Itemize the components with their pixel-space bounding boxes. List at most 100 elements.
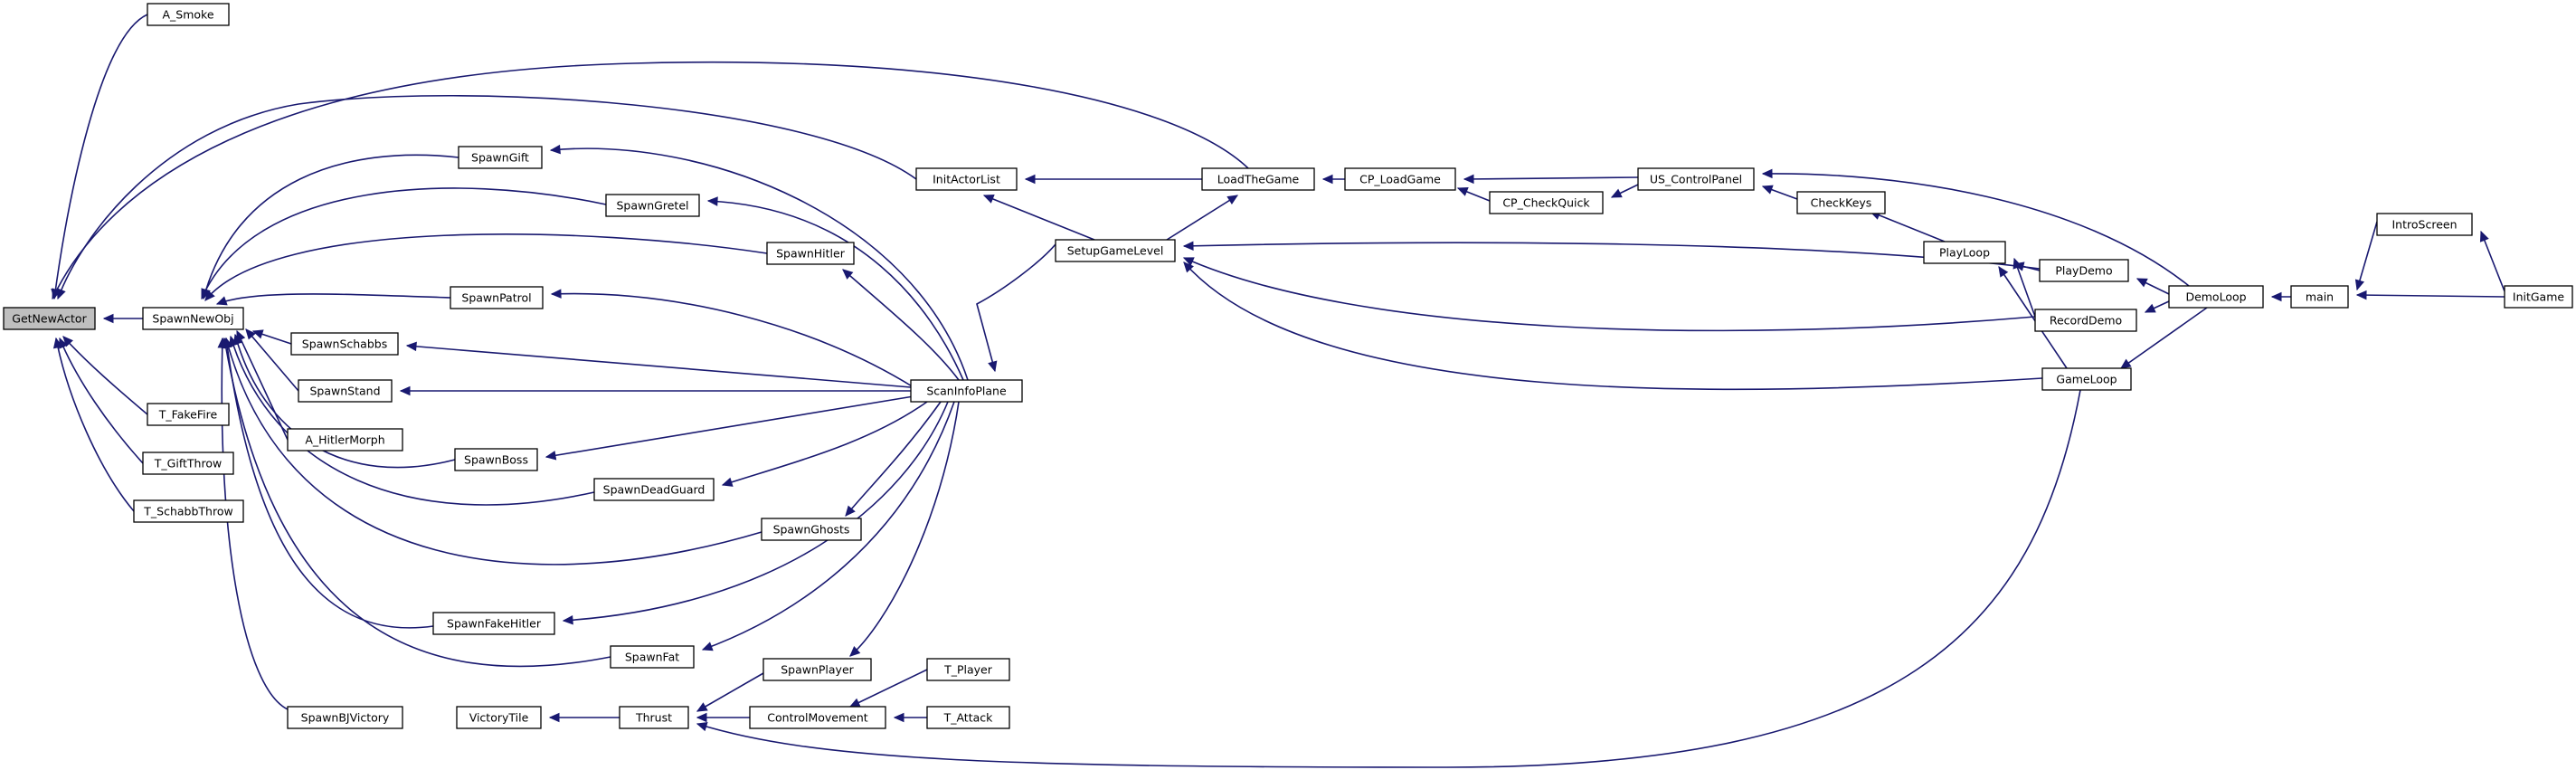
node-spawngretel[interactable]: SpawnGretel (605, 194, 700, 217)
edge-arrowhead (52, 288, 62, 300)
node-label: ControlMovement (767, 711, 867, 725)
edge-arrowhead (696, 722, 708, 732)
node-demoloop[interactable]: DemoLoop (2168, 285, 2264, 309)
edge-arrowhead (2270, 291, 2282, 302)
node-initactorlist[interactable]: InitActorList (915, 167, 1018, 191)
node-loadthegame[interactable]: LoadTheGame (1201, 167, 1315, 191)
edge-arrowhead (893, 712, 904, 723)
node-controlmovement[interactable]: ControlMovement (749, 706, 886, 729)
node-label: T_FakeFire (158, 408, 218, 422)
node-main[interactable]: main (2290, 285, 2349, 309)
node-box (1344, 167, 1456, 191)
edge-line (849, 401, 960, 657)
node-spawnschabbs[interactable]: SpawnSchabbs (290, 332, 399, 356)
node-label: IntroScreen (2392, 218, 2458, 232)
node-label: T_SchabbThrow (143, 505, 232, 518)
edge-line (245, 328, 299, 392)
edge-arrowhead (405, 341, 417, 352)
node-spawnfat[interactable]: SpawnFat (610, 645, 695, 669)
node-victorytile[interactable]: VictoryTile (456, 706, 542, 729)
edge-arrowhead (562, 615, 573, 625)
node-label: SpawnBJVictory (301, 711, 390, 725)
edge-SpawnPatrol-to-SpawnNewObj (215, 293, 451, 306)
node-gameloop[interactable]: GameLoop (2041, 367, 2132, 391)
node-label: US_ControlPanel (1650, 173, 1742, 186)
function-nodes: GetNewActor A_SmokeSpawnNewObjT_FakeFireT… (3, 3, 2573, 729)
node-spawnpatrol[interactable]: SpawnPatrol (450, 286, 544, 309)
node-label: VictoryTile (469, 711, 529, 725)
edge-arrowhead (102, 313, 114, 324)
node-spawnbjvictory[interactable]: SpawnBJVictory (287, 706, 403, 729)
node-spawnboss[interactable]: SpawnBoss (454, 448, 538, 471)
edge-ScanInfoPlane-to-SpawnHitler (842, 269, 960, 381)
node-setupgamelevel[interactable]: SetupGameLevel (1055, 239, 1176, 262)
node-thrust[interactable]: Thrust (619, 706, 689, 729)
node-playloop[interactable]: PlayLoop (1923, 241, 2006, 264)
node-spawnnewobj[interactable]: SpawnNewObj (142, 307, 244, 330)
node-box (749, 706, 886, 729)
node-spawnfakehitler[interactable]: SpawnFakeHitler (432, 612, 555, 635)
edge-arrowhead (2012, 257, 2022, 270)
node-getnewactor[interactable]: GetNewActor (3, 307, 96, 330)
node-playdemo[interactable]: PlayDemo (2039, 259, 2129, 282)
edge-arrowhead (1456, 187, 1469, 196)
node-label: GetNewActor (12, 312, 87, 326)
edge-T_SchabbThrow-to-GetNewActor (52, 337, 135, 512)
edge-A_Smoke-to-GetNewActor (51, 14, 148, 300)
node-introscreen[interactable]: IntroScreen (2376, 213, 2473, 236)
node-t-fakefire[interactable]: T_FakeFire (147, 403, 230, 426)
node-initgame[interactable]: InitGame (2504, 285, 2573, 309)
node-cp-loadgame[interactable]: CP_LoadGame (1344, 167, 1456, 191)
edge-Thrust-to-VictoryTile (548, 712, 620, 723)
edge-line (201, 187, 607, 299)
node-a-smoke[interactable]: A_Smoke (147, 3, 230, 26)
node-label: Thrust (635, 711, 672, 725)
node-label: SpawnPlayer (781, 663, 854, 677)
node-spawnplayer[interactable]: SpawnPlayer (762, 658, 872, 681)
edge-SpawnSchabbs-to-SpawnNewObj (251, 329, 292, 345)
node-box (1055, 239, 1176, 262)
edge-line (722, 401, 928, 486)
node-label: SpawnDeadGuard (603, 483, 706, 497)
node-recorddemo[interactable]: RecordDemo (2034, 309, 2137, 332)
node-box (910, 379, 1023, 403)
node-scaninfoplane[interactable]: ScanInfoPlane (910, 379, 1023, 403)
edge-line (849, 669, 928, 708)
node-spawnghosts[interactable]: SpawnGhosts (761, 518, 862, 541)
node-box (1201, 167, 1315, 191)
node-box (432, 612, 555, 635)
node-us-controlpanel[interactable]: US_ControlPanel (1637, 167, 1755, 191)
edge-SpawnGift-to-SpawnNewObj (201, 154, 459, 300)
node-cp-checkquick[interactable]: CP_CheckQuick (1489, 191, 1604, 214)
node-t-attack[interactable]: T_Attack (926, 706, 1010, 729)
node-spawngift[interactable]: SpawnGift (458, 146, 543, 169)
node-t-schabbthrow[interactable]: T_SchabbThrow (133, 499, 244, 523)
node-box (3, 307, 96, 330)
edge-line (2356, 221, 2378, 290)
edge-line (1870, 211, 1946, 242)
edge-T_Attack-to-ControlMovement (893, 712, 927, 723)
edge-arrowhead (1024, 174, 1036, 185)
edge-SpawnBJVictory-to-SpawnNewObj (217, 337, 289, 710)
node-spawnstand[interactable]: SpawnStand (298, 379, 393, 403)
edge-line (230, 336, 595, 506)
node-t-player[interactable]: T_Player (926, 658, 1010, 681)
edge-arrowhead (2354, 279, 2365, 291)
call-edges (51, 14, 2505, 768)
node-t-giftthrow[interactable]: T_GiftThrow (142, 452, 234, 475)
node-spawndeadguard[interactable]: SpawnDeadGuard (593, 478, 715, 501)
edge-arrowhead (1183, 261, 1194, 273)
edge-DemoLoop-to-GameLoop (2120, 307, 2208, 369)
node-label: SetupGameLevel (1067, 244, 1164, 258)
node-spawnhitler[interactable]: SpawnHitler (766, 242, 855, 265)
edge-arrowhead (1463, 174, 1474, 185)
edge-arrowhead (1226, 195, 1239, 205)
node-box (593, 478, 715, 501)
node-a-hitlermorph[interactable]: A_HitlerMorph (287, 428, 403, 452)
node-checkkeys[interactable]: CheckKeys (1796, 191, 1886, 214)
edge-arrowhead (988, 360, 998, 373)
edge-line (550, 147, 969, 381)
node-label: RecordDemo (2050, 314, 2122, 328)
edge-ScanInfoPlane-to-SpawnStand (399, 385, 911, 396)
edge-arrowhead (399, 385, 411, 396)
